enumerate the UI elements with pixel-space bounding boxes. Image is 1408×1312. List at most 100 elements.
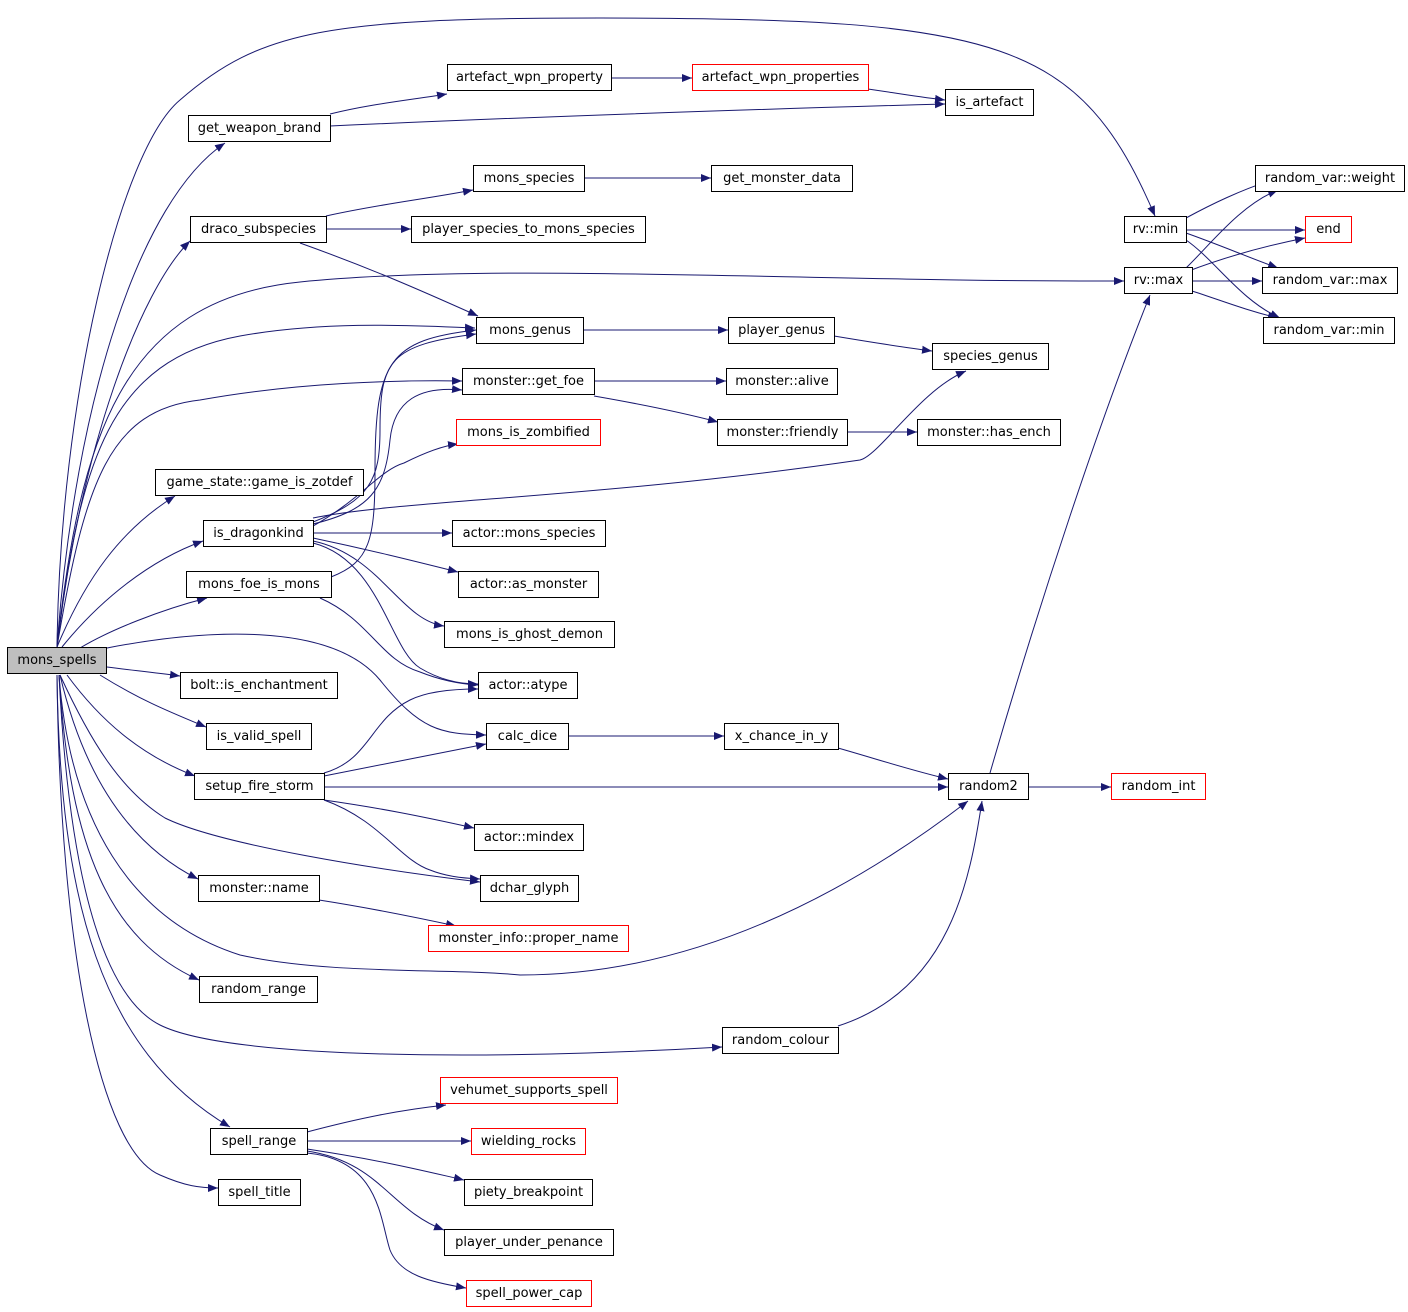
node-player-species-to-mons-species[interactable]: player_species_to_mons_species <box>411 216 646 243</box>
node-end[interactable]: end <box>1305 216 1352 243</box>
node-rv-max[interactable]: rv::max <box>1124 267 1193 294</box>
node-vehumet-supports-spell[interactable]: vehumet_supports_spell <box>440 1077 618 1104</box>
edge-rv-max-to-random-var-min <box>1191 290 1279 320</box>
edge-mons-spells-to-spell-title <box>56 674 219 1192</box>
node-random2[interactable]: random2 <box>948 773 1029 800</box>
node-mons-spells: mons_spells <box>7 647 107 674</box>
edge-is-dragonkind-to-species-genus <box>312 370 967 519</box>
edge-rv-max-to-weight <box>1185 189 1279 269</box>
edge-mons-spells-to-dchar-glyph <box>59 674 481 885</box>
node-random-var-min[interactable]: random_var::min <box>1263 317 1395 344</box>
node-mons-is-zombified[interactable]: mons_is_zombified <box>456 419 601 446</box>
node-rv-min[interactable]: rv::min <box>1124 216 1187 243</box>
node-monster-has-ench[interactable]: monster::has_ench <box>917 419 1061 446</box>
node-random-colour[interactable]: random_colour <box>722 1027 839 1054</box>
node-monster-get-foe[interactable]: monster::get_foe <box>462 368 595 395</box>
edge-is-dragonkind-to-as-monster <box>312 537 459 574</box>
edge-mons-spells-to-random-colour <box>58 674 723 1056</box>
edge-spell-range-to-piety <box>306 1148 465 1182</box>
edge-fire-storm-to-atype <box>323 685 479 774</box>
node-is-valid-spell[interactable]: is_valid_spell <box>206 723 312 750</box>
node-artefact-wpn-property[interactable]: artefact_wpn_property <box>447 64 612 91</box>
edge-random2-to-rv-max <box>989 294 1151 774</box>
node-actor-mindex[interactable]: actor::mindex <box>474 824 584 851</box>
edge-is-dragonkind-to-mons-genus <box>312 331 477 523</box>
node-player-under-penance[interactable]: player_under_penance <box>444 1229 614 1256</box>
edge-fire-storm-to-calc-dice <box>323 742 487 777</box>
node-monster-info-proper-name[interactable]: monster_info::proper_name <box>428 925 629 952</box>
node-random-int[interactable]: random_int <box>1111 773 1206 800</box>
node-game-is-zotdef[interactable]: game_state::game_is_zotdef <box>155 469 364 496</box>
node-spell-power-cap[interactable]: spell_power_cap <box>466 1280 592 1307</box>
edge-mons-spells-to-mons-genus <box>56 323 476 648</box>
edge-foe-is-mons-to-atype <box>319 597 479 689</box>
node-monster-friendly[interactable]: monster::friendly <box>717 419 848 446</box>
edge-mons-spells-to-spell-range <box>56 674 231 1128</box>
node-bolt-is-enchantment[interactable]: bolt::is_enchantment <box>180 672 338 699</box>
edge-mons-spells-to-monster-name <box>59 674 199 880</box>
edge-spell-range-to-power-cap <box>306 1152 467 1291</box>
edge-mons-spells-to-get-weapon-brand <box>56 142 226 648</box>
edge-draco-to-mons-genus <box>299 242 479 317</box>
edge-mons-spells-to-setup-fire-storm <box>66 674 196 777</box>
edge-fire-storm-to-mindex <box>323 799 475 830</box>
node-actor-mons-species[interactable]: actor::mons_species <box>452 520 606 547</box>
node-calc-dice[interactable]: calc_dice <box>486 723 569 750</box>
node-species-genus[interactable]: species_genus <box>932 343 1049 370</box>
node-spell-title[interactable]: spell_title <box>218 1179 301 1206</box>
node-setup-fire-storm[interactable]: setup_fire_storm <box>194 773 325 800</box>
node-monster-alive[interactable]: monster::alive <box>726 368 838 395</box>
edge-rv-min-to-random-var-min <box>1185 239 1281 319</box>
edge-mons-spells-to-rv-min <box>56 17 1156 648</box>
node-monster-name[interactable]: monster::name <box>198 875 320 902</box>
edge-mons-spells-to-random-range <box>58 674 200 981</box>
node-actor-atype[interactable]: actor::atype <box>478 672 578 699</box>
edge-mons-spells-to-calc-dice <box>106 633 487 739</box>
node-mons-species[interactable]: mons_species <box>473 165 585 192</box>
edge-mons-spells-to-game-is-zotdef <box>56 495 176 648</box>
node-mons-genus[interactable]: mons_genus <box>476 317 584 344</box>
node-get-weapon-brand[interactable]: get_weapon_brand <box>188 115 331 142</box>
node-wielding-rocks[interactable]: wielding_rocks <box>471 1128 586 1155</box>
edge-random-colour-to-random2 <box>837 800 985 1027</box>
edge-get-weapon-brand-to-is-artefact <box>329 100 946 127</box>
node-player-genus[interactable]: player_genus <box>728 317 835 344</box>
node-x-chance-in-y[interactable]: x_chance_in_y <box>724 723 839 750</box>
edge-foe-is-mons-to-mons-genus <box>330 327 477 578</box>
edge-mons-spells-to-monster-get-foe <box>56 376 463 648</box>
node-random-range[interactable]: random_range <box>199 976 318 1003</box>
node-mons-foe-is-mons[interactable]: mons_foe_is_mons <box>186 571 332 598</box>
edge-get-foe-to-friendly <box>593 395 719 424</box>
edge-spell-range-to-penance <box>306 1150 445 1231</box>
node-mons-is-ghost-demon[interactable]: mons_is_ghost_demon <box>444 621 615 648</box>
edge-is-dragonkind-to-zombified <box>312 441 459 527</box>
edge-draco-to-mons-species <box>325 187 474 217</box>
node-actor-as-monster[interactable]: actor::as_monster <box>458 571 599 598</box>
edge-mons-spells-to-bolt-is-enchantment <box>106 666 181 679</box>
node-get-monster-data[interactable]: get_monster_data <box>711 165 853 192</box>
edge-mons-spells-to-random2 <box>58 674 969 976</box>
node-artefact-wpn-properties[interactable]: artefact_wpn_properties <box>692 64 869 91</box>
edge-get-weapon-brand-to-artefact-wpn-property <box>329 91 448 115</box>
node-dchar-glyph[interactable]: dchar_glyph <box>480 875 579 902</box>
node-is-dragonkind[interactable]: is_dragonkind <box>203 520 314 547</box>
node-draco-subspecies[interactable]: draco_subspecies <box>190 216 327 243</box>
node-random-var-max[interactable]: random_var::max <box>1262 267 1398 294</box>
edge-artefact-wpn-properties-to-is-artefact <box>867 88 946 103</box>
edge-player-genus-to-species-genus <box>833 335 933 354</box>
edge-is-dragonkind-to-get-foe <box>312 385 463 525</box>
edge-rv-min-to-random-var-max <box>1185 232 1279 269</box>
edge-mons-spells-to-is-dragonkind <box>61 540 204 648</box>
node-spell-range[interactable]: spell_range <box>210 1128 308 1155</box>
node-piety-breakpoint[interactable]: piety_breakpoint <box>464 1179 593 1206</box>
edge-rv-max-to-end <box>1185 236 1306 273</box>
edge-x-chance-to-random2 <box>837 747 949 781</box>
edge-mons-spells-to-is-valid-spell <box>99 674 207 728</box>
edge-spell-range-to-vehumet <box>306 1102 447 1133</box>
edge-mons-spells-to-rv-max <box>56 272 1125 648</box>
edge-monster-name-to-proper-name <box>318 899 457 928</box>
node-is-artefact[interactable]: is_artefact <box>945 89 1034 116</box>
edge-is-dragonkind-to-ghost-demon <box>312 540 445 629</box>
node-random-var-weight[interactable]: random_var::weight <box>1255 165 1405 192</box>
